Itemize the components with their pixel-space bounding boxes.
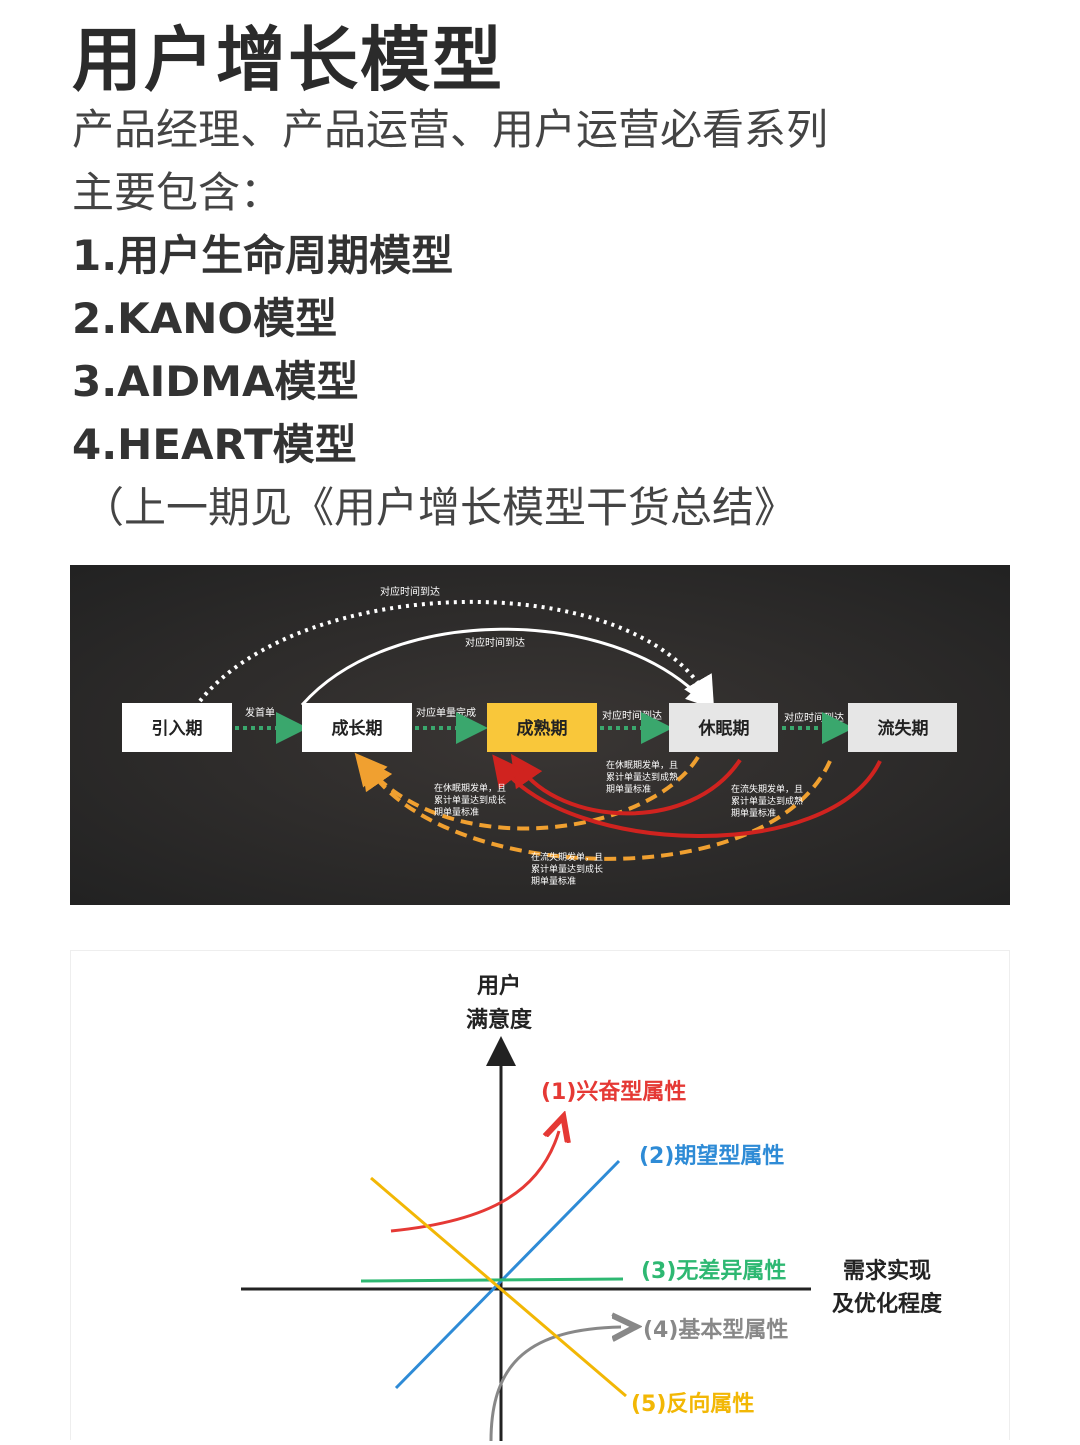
arc-solid [300, 627, 711, 708]
x-axis-label: 需求实现 [843, 1258, 931, 1284]
series-label-excitement: (1)兴奋型属性 [541, 1080, 686, 1105]
stage-mature [487, 703, 597, 752]
contents-heading: 主要包含： [72, 168, 283, 217]
stage-churn [848, 703, 957, 752]
page-title: 用户增长模型 [72, 19, 504, 101]
note: 在流失期发单，且 [531, 851, 603, 863]
transition-label: 发首单 [245, 706, 275, 719]
note: 期单量标准 [434, 806, 479, 818]
x-axis-label: 及优化程度 [832, 1291, 943, 1317]
series-label-performance: (2)期望型属性 [639, 1144, 784, 1169]
note: 期单量标准 [531, 875, 576, 887]
y-axis-label: 满意度 [466, 1007, 533, 1033]
intro-text: 产品经理、产品运营、用户运营必看系列 主要包含： 1.用户生命周期模型 2.KA… [72, 98, 828, 539]
previous-issue-note: （上一期见《用户增长模型干货总结》 [82, 483, 797, 532]
stage-growth [302, 703, 412, 752]
arc-label: 对应时间到达 [465, 636, 525, 649]
series-label-reverse: (5)反向属性 [631, 1391, 754, 1417]
series-label-basic: (4)基本型属性 [643, 1318, 788, 1343]
note: 在流失期发单，且 [731, 783, 803, 795]
note: 期单量标准 [731, 807, 776, 819]
subtitle: 产品经理、产品运营、用户运营必看系列 [72, 105, 829, 154]
stage-label: 引入期 [152, 719, 203, 739]
contents-item: 1.用户生命周期模型 [72, 231, 454, 280]
note: 累计单量达到成熟 [731, 795, 803, 807]
contents-item: 2.KANO模型 [72, 294, 338, 343]
contents-item: 3.AIDMA模型 [72, 357, 359, 406]
stage-label: 成熟期 [517, 718, 568, 739]
arc-dotted [198, 600, 715, 709]
note: 累计单量达到成长 [434, 794, 506, 806]
stage-label: 成长期 [332, 718, 383, 739]
contents-item: 4.HEART模型 [72, 420, 357, 469]
note: 在休眠期发单，且 [606, 759, 678, 771]
note: 在休眠期发单，且 [434, 782, 506, 794]
note: 期单量标准 [606, 783, 651, 795]
stage-intro [122, 703, 232, 752]
series-label-indifferent: (3)无差异属性 [641, 1258, 786, 1284]
stage-label: 流失期 [878, 718, 929, 739]
stage-dormant [669, 703, 778, 752]
kano-model-diagram: 用户 满意度 需求实现 及优化程度 (1)兴奋型属性 (2)期望型属性 (3)无… [70, 950, 1010, 1442]
transition-label: 对应时间到达 [784, 711, 844, 724]
note: 累计单量达到成长 [531, 863, 603, 875]
arc-label: 对应时间到达 [380, 585, 440, 598]
transition-label: 对应单量完成 [416, 706, 476, 719]
stage-label: 休眠期 [698, 718, 750, 739]
note: 累计单量达到成熟 [606, 771, 678, 783]
transition-label: 对应时间到达 [602, 709, 662, 722]
user-lifecycle-diagram: 对应时间到达 对应时间到达 发首单 对应单量完成 对应时间到达 对应时间到达 引… [70, 565, 1010, 905]
y-axis-label: 用户 [477, 973, 521, 999]
